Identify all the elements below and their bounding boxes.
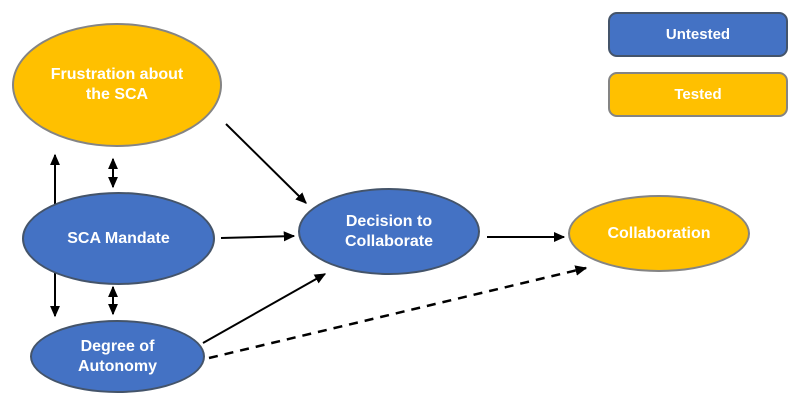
node-label: Frustration about the SCA bbox=[50, 66, 184, 103]
edge-mandate-to-decision bbox=[220, 231, 296, 242]
node-label: Degree of Autonomy bbox=[77, 337, 158, 375]
edge-frustration-to-decision bbox=[225, 123, 307, 204]
legend-tested-label: Tested bbox=[674, 86, 722, 103]
legend-untested: Untested bbox=[608, 12, 788, 57]
node-sca-mandate: SCA Mandate bbox=[22, 192, 215, 285]
edge-autonomy-to-decision bbox=[202, 273, 327, 344]
node-degree-of-autonomy: Degree of Autonomy bbox=[30, 320, 205, 393]
node-label: SCA Mandate bbox=[67, 229, 170, 247]
legend-untested-label: Untested bbox=[665, 26, 731, 43]
edge-autonomy-to-collaboration-dashed bbox=[208, 265, 588, 360]
node-decision-to-collaborate: Decision to Collaborate bbox=[298, 188, 480, 275]
node-frustration-about-the-sca: Frustration about the SCA bbox=[12, 23, 222, 147]
node-collaboration: Collaboration bbox=[568, 195, 750, 272]
node-label: Collaboration bbox=[607, 224, 711, 242]
legend-tested: Tested bbox=[608, 72, 788, 117]
node-label: Decision to Collaborate bbox=[344, 212, 433, 250]
